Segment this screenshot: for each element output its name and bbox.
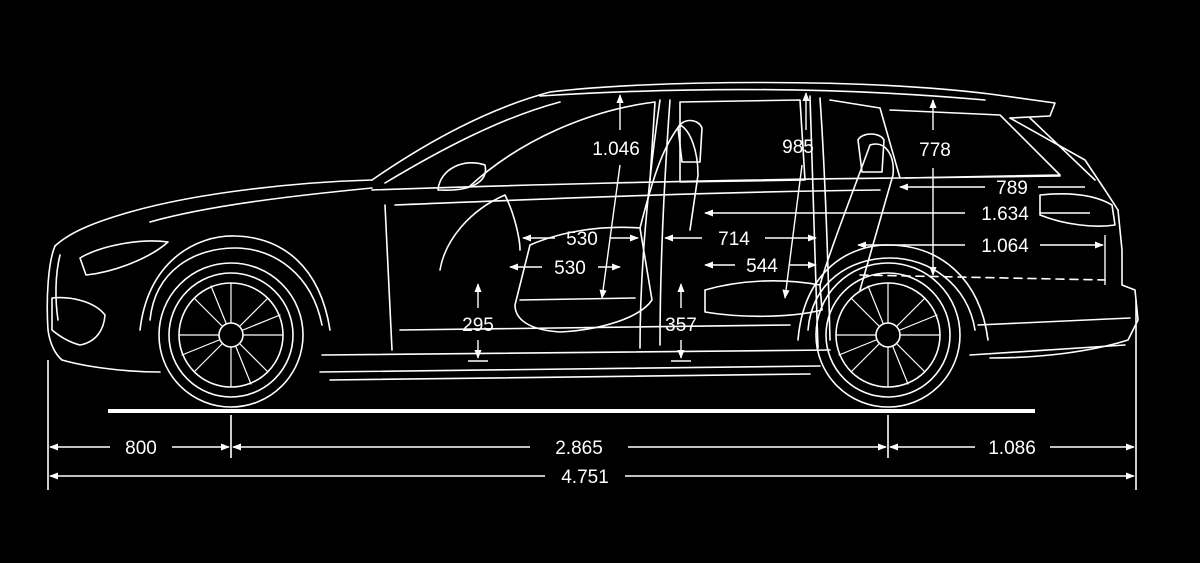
dim-rear-headroom: 985 bbox=[782, 137, 814, 158]
dim-front-seat-height: 295 bbox=[462, 315, 494, 336]
dim-front-headroom: 1.046 bbox=[592, 139, 640, 160]
headlight bbox=[79, 240, 169, 276]
dim-rear-legroom-upper: 714 bbox=[718, 229, 750, 250]
dim-cargo-length-upper: 789 bbox=[996, 178, 1028, 199]
dim-cargo-length-floor: 1.064 bbox=[981, 236, 1029, 257]
side-mirror bbox=[437, 161, 487, 191]
interior-dimension-lines bbox=[468, 92, 1106, 362]
rear-seat bbox=[704, 280, 823, 318]
dim-front-seat-depth-lower: 530 bbox=[554, 258, 586, 279]
exterior-dimension-lines bbox=[47, 300, 1137, 490]
car-side-outline bbox=[46, 81, 1139, 381]
front-grille bbox=[51, 296, 106, 346]
dim-front-seat-depth-upper: 530 bbox=[566, 229, 598, 250]
dim-wheelbase: 2.865 bbox=[555, 438, 603, 459]
rear-wheel bbox=[815, 262, 961, 408]
front-wheel bbox=[158, 262, 304, 408]
dimension-labels: 800 2.865 1.086 4.751 1.046 985 778 789 … bbox=[125, 137, 1036, 488]
dim-rear-legroom-lower: 544 bbox=[746, 256, 778, 277]
dim-rear-overhang: 1.086 bbox=[988, 438, 1036, 459]
dim-overall-length: 4.751 bbox=[561, 467, 609, 488]
front-seat bbox=[514, 226, 653, 333]
dim-front-overhang: 800 bbox=[125, 438, 157, 459]
dim-cargo-height: 778 bbox=[919, 140, 951, 161]
dim-rear-seat-height: 357 bbox=[665, 315, 697, 336]
dim-cargo-length-max: 1.634 bbox=[981, 204, 1029, 225]
